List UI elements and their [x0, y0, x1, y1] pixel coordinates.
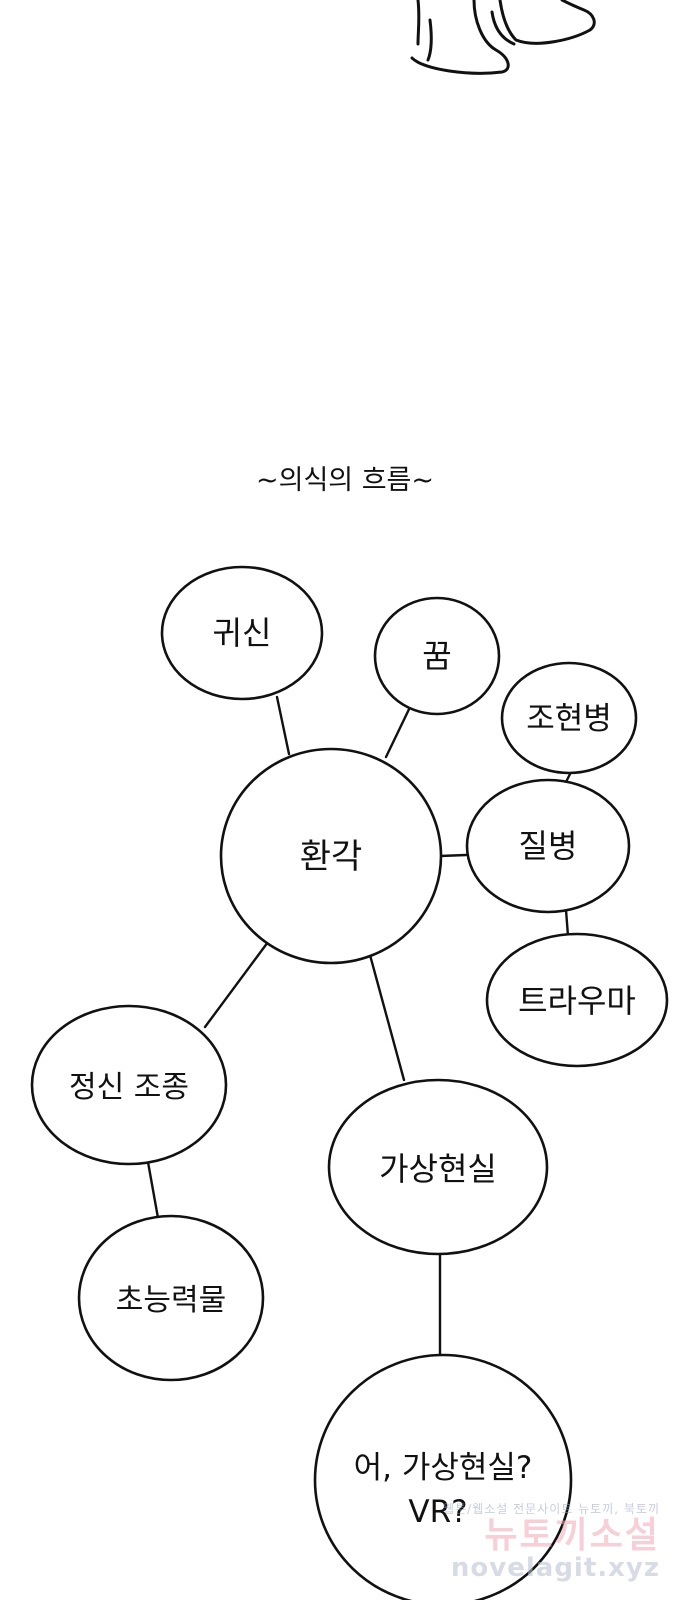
- label-dream: 꿈: [422, 637, 451, 675]
- diagram-connectors: [146, 695, 574, 1358]
- diagram-labels: 귀신 꿈 환각 조현병 질병 트라우마 정신 조종 가상현실 초능력물 어, 가…: [69, 614, 636, 1530]
- label-ghost: 귀신: [213, 614, 272, 652]
- label-mind-control: 정신 조종: [69, 1070, 189, 1105]
- node-superpower: [77, 1214, 265, 1382]
- node-trauma: [485, 932, 669, 1068]
- edge-hallucination-mindcontrol: [203, 940, 270, 1029]
- edge-hallucination-illness: [438, 853, 468, 858]
- feet-sketch: [410, 0, 596, 75]
- node-hallucination: [219, 747, 443, 965]
- edge-illness-trauma: [564, 908, 570, 938]
- label-hallucination: 환각: [300, 837, 363, 877]
- watermark-brand: 뉴토끼소설: [484, 1514, 660, 1556]
- node-ghost: [160, 565, 324, 701]
- edge-dream-hallucination: [384, 701, 414, 759]
- edge-mindcontrol-superpower: [146, 1160, 160, 1220]
- node-vr-question: [313, 1353, 573, 1600]
- edge-ghost-hallucination: [275, 695, 291, 756]
- node-dream: [373, 596, 501, 716]
- site-watermark: 웹툰/웹소설 전문사이트 뉴토끼, 북토끼 뉴토끼소설 novelagit.xy…: [420, 1500, 660, 1582]
- edge-hallucination-vr: [368, 953, 406, 1082]
- watermark-url: novelagit.xyz: [450, 1552, 660, 1583]
- watermark-tagline: 웹툰/웹소설 전문사이트 뉴토끼, 북토끼: [443, 1501, 660, 1516]
- label-virtual-reality: 가상현실: [379, 1150, 497, 1188]
- label-superpower: 초능력물: [116, 1283, 226, 1318]
- node-illness: [465, 778, 631, 914]
- label-illness: 질병: [519, 827, 578, 865]
- node-mind-control: [30, 1004, 228, 1166]
- label-trauma: 트라우마: [518, 982, 636, 1020]
- label-schizophrenia: 조현병: [526, 701, 612, 737]
- node-schizophrenia: [500, 661, 638, 775]
- label-vr-question-line2: VR?: [408, 1494, 467, 1530]
- label-vr-question-line1: 어, 가상현실?: [354, 1450, 533, 1486]
- page-title: ~의식의 흐름~: [255, 465, 435, 496]
- diagram-nodes: [30, 565, 669, 1600]
- node-virtual-reality: [327, 1078, 549, 1256]
